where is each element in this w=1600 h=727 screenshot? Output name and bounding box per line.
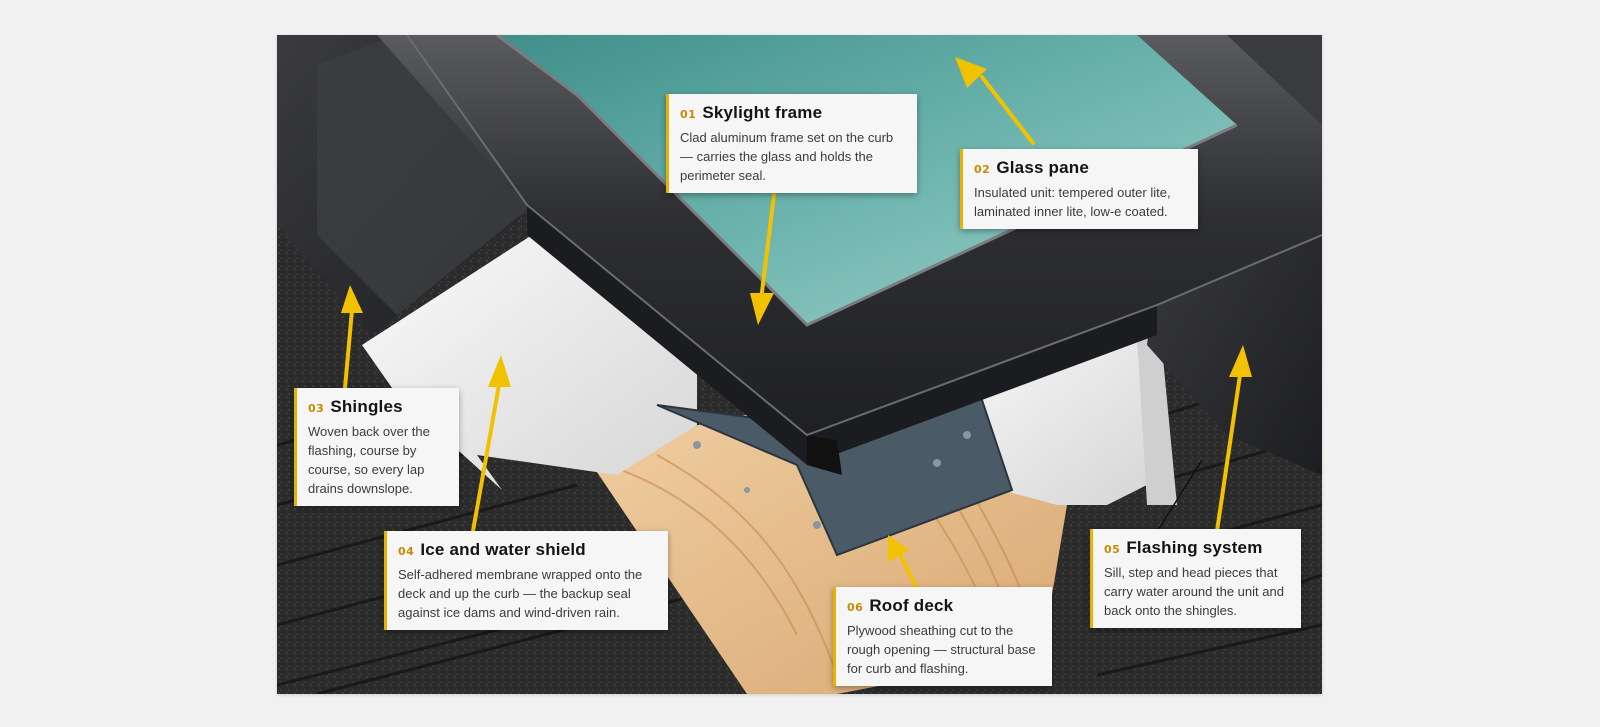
callout-description: Woven back over the flashing, course by …	[308, 424, 430, 496]
callout-ice-and-water-shield: 04 Ice and water shield Self-adhered mem…	[384, 531, 668, 630]
callout-number: 06	[847, 601, 864, 614]
callout-roof-deck: 06 Roof deck Plywood sheathing cut to th…	[833, 587, 1052, 686]
callout-number: 05	[1104, 543, 1121, 556]
callout-number: 04	[398, 545, 415, 558]
callout-title: Shingles	[330, 397, 403, 416]
callout-title: Flashing system	[1126, 538, 1263, 557]
callout-description: Self-adhered membrane wrapped onto the d…	[398, 567, 643, 620]
callout-description: Clad aluminum frame set on the curb — ca…	[680, 130, 894, 183]
callout-title: Ice and water shield	[420, 540, 586, 559]
callout-title: Glass pane	[996, 158, 1090, 177]
callout-skylight-frame: 01 Skylight frame Clad aluminum frame se…	[666, 94, 917, 193]
callout-title: Skylight frame	[702, 103, 823, 122]
callout-glass-pane: 02 Glass pane Insulated unit: tempered o…	[960, 149, 1198, 229]
callout-description: Plywood sheathing cut to the rough openi…	[847, 623, 1036, 676]
callout-number: 01	[680, 108, 697, 121]
callout-description: Insulated unit: tempered outer lite, lam…	[974, 185, 1171, 219]
callout-description: Sill, step and head pieces that carry wa…	[1104, 565, 1284, 618]
callout-shingles: 03 Shingles Woven back over the flashing…	[294, 388, 459, 506]
callout-number: 02	[974, 163, 991, 176]
callout-title: Roof deck	[869, 596, 954, 615]
callout-flashing-system: 05 Flashing system Sill, step and head p…	[1090, 529, 1301, 628]
callout-number: 03	[308, 402, 325, 415]
